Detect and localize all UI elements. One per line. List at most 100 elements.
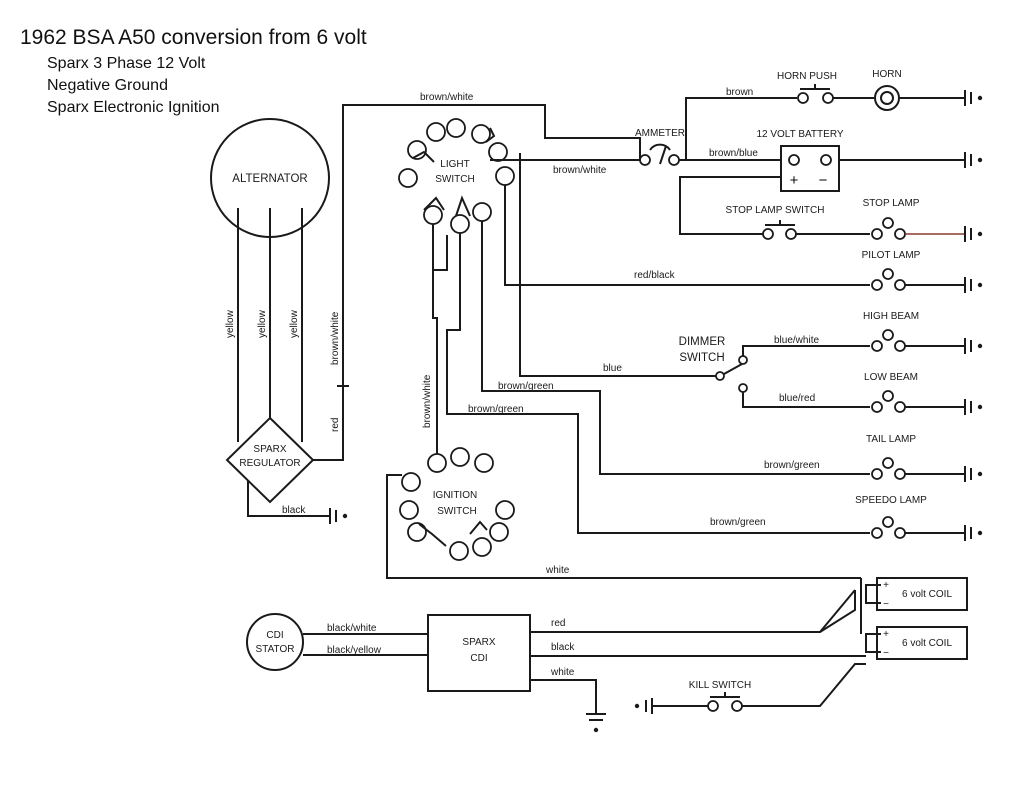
light-switch-label-line-2: SWITCH [435, 174, 474, 185]
sparx-cdi-label-line-1: SPARX [462, 637, 495, 648]
brown-white-main-wire [313, 104, 641, 461]
horn-ground-icon [964, 90, 983, 106]
tail-lamp-label: TAIL LAMP [866, 434, 916, 445]
stop-lamp-label: STOP LAMP [863, 198, 920, 209]
white-coil-wire [386, 474, 861, 579]
coil-1: + − 6 volt COIL [865, 577, 968, 611]
ignition-switch-label-line-1: IGNITION [433, 490, 477, 501]
yellow-wire-3-label: yellow [289, 309, 300, 338]
blue-label: blue [603, 363, 622, 374]
white-cdi-label: white [550, 667, 575, 678]
battery-minus-label: − [819, 172, 828, 189]
stop-lamp: STOP LAMP [863, 198, 920, 240]
brown-white-top-label: brown/white [420, 92, 474, 103]
kill-switch: KILL SWITCH [689, 680, 751, 712]
white-coil-label: white [545, 565, 570, 576]
brown-white-vertical-label: brown/white [330, 311, 341, 365]
coil-1-label: 6 volt COIL [902, 589, 952, 600]
alternator-yellow-wires: yellow yellow yellow [225, 208, 303, 442]
regulator-black-wire [247, 480, 330, 517]
high-beam-lamp: HIGH BEAM [863, 311, 919, 352]
coil-1-cdi-wire [819, 590, 856, 633]
ammeter-arc [649, 143, 671, 151]
regulator-label-line-1: SPARX [253, 444, 286, 455]
sparx-cdi-symbol [427, 614, 531, 692]
blue-white-label: blue/white [774, 335, 819, 346]
blue-white-wire [742, 345, 870, 356]
pilot-lamp: PILOT LAMP [862, 250, 921, 291]
light-switch-arm-2 [485, 127, 496, 143]
light-switch-arm-1 [412, 150, 435, 163]
brown-horn-label: brown [726, 87, 753, 98]
black-white-stator-label: black/white [327, 623, 377, 634]
kill-switch-wire [742, 663, 866, 707]
stop-lamp-feed-wire [679, 176, 781, 235]
light-switch-bridge-wire [432, 224, 448, 271]
white-cdi-wire [530, 679, 597, 713]
battery-label: 12 VOLT BATTERY [756, 129, 843, 140]
ammeter: AMMETER [635, 128, 685, 166]
regulator-label-line-2: REGULATOR [239, 458, 300, 469]
coil-2: + − 6 volt COIL [865, 626, 968, 660]
speedo-lamp: SPEEDO LAMP [855, 495, 927, 539]
coil-1-minus: − [883, 599, 889, 610]
brown-white-ignition-label: brown/white [422, 374, 433, 428]
cdi-stator-symbol [246, 613, 304, 671]
ammeter-needle [659, 145, 667, 165]
brown-green-label-1: brown/green [498, 381, 554, 392]
sparx-cdi: SPARX CDI [427, 614, 531, 692]
dimmer-switch-label-line-1: DIMMER [679, 336, 726, 348]
brown-white-ammeter-label: brown/white [553, 165, 607, 176]
low-beam-ground-icon [964, 399, 983, 415]
horn-label: HORN [872, 69, 901, 80]
low-beam-lamp: LOW BEAM [864, 372, 918, 413]
cdi-stator-label-line-1: CDI [266, 630, 283, 641]
kill-switch-ground-icon [634, 698, 653, 714]
brown-green-tail-label: brown/green [764, 460, 820, 471]
red-black-wire [504, 185, 870, 286]
black-cdi-label: black [551, 642, 575, 653]
red-cdi-label: red [551, 618, 565, 629]
brown-blue-label: brown/blue [709, 148, 758, 159]
coil-2-minus: − [883, 648, 889, 659]
coil-1-symbol [876, 577, 968, 611]
speedo-lamp-label: SPEEDO LAMP [855, 495, 927, 506]
coil-2-plus: + [883, 629, 889, 640]
alternator-label: ALTERNATOR [232, 173, 307, 185]
coil-2-label: 6 volt COIL [902, 638, 952, 649]
coil-2-symbol [876, 626, 968, 660]
brown-green-label-2: brown/green [468, 404, 524, 415]
dimmer-switch: DIMMER SWITCH [679, 336, 748, 393]
coil-1-plus: + [883, 580, 889, 591]
blue-red-label: blue/red [779, 393, 815, 404]
blue-red-wire [742, 392, 870, 408]
title-block: 1962 BSA A50 conversion from 6 volt Spar… [20, 26, 367, 116]
brown-green-speedo-label: brown/green [710, 517, 766, 528]
stop-lamp-ground-icon [964, 226, 983, 242]
subtitle-line-3: Sparx Electronic Ignition [47, 99, 220, 116]
horn-push-label: HORN PUSH [777, 71, 837, 82]
diagram-title: 1962 BSA A50 conversion from 6 volt [20, 26, 367, 49]
speedo-lamp-ground-icon [964, 525, 983, 541]
ammeter-label: AMMETER [635, 128, 685, 139]
subtitle-line-1: Sparx 3 Phase 12 Volt [47, 55, 206, 72]
red-vertical-label: red [330, 418, 341, 432]
kill-switch-label: KILL SWITCH [689, 680, 751, 691]
stop-lamp-switch-label: STOP LAMP SWITCH [726, 205, 825, 216]
regulator-black-label: black [282, 505, 306, 516]
subtitle-line-2: Negative Ground [47, 77, 168, 94]
pilot-lamp-label: PILOT LAMP [862, 250, 921, 261]
ignition-switch: IGNITION SWITCH [399, 447, 515, 561]
high-beam-label: HIGH BEAM [863, 311, 919, 322]
light-switch-arm-4 [455, 195, 471, 217]
light-switch-arm-3 [423, 196, 445, 211]
horn: HORN [872, 69, 902, 111]
tail-lamp-ground-icon [964, 466, 983, 482]
red-black-label: red/black [634, 270, 676, 281]
brown-green-speedo-wire [446, 233, 870, 534]
ignition-switch-label-line-2: SWITCH [437, 506, 476, 517]
pilot-lamp-ground-icon [964, 277, 983, 293]
light-switch-label-line-1: LIGHT [440, 159, 469, 170]
cdi-stator: CDI STATOR [246, 613, 304, 671]
